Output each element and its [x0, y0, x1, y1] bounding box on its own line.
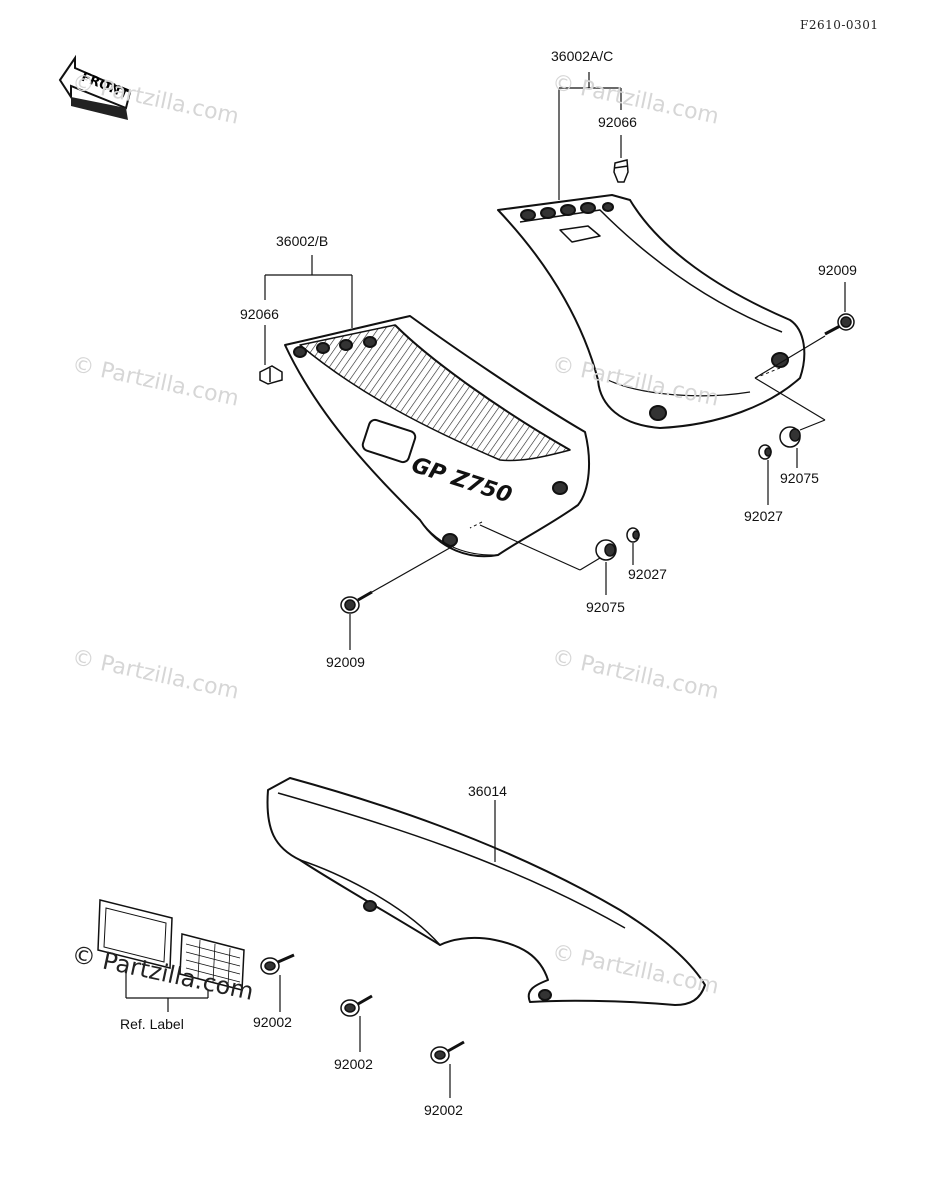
part-label-bolt-b: 92002 [334, 1056, 373, 1072]
ref-label-plates [97, 899, 245, 991]
collar-icon [758, 444, 772, 460]
damper-icon [779, 426, 801, 448]
ref-label-text: Ref. Label [120, 1016, 184, 1032]
bolt-icon [340, 590, 373, 614]
part-label-grommet-left: 92066 [240, 306, 279, 322]
grommet-icon [259, 365, 283, 385]
collar-icon [626, 527, 640, 543]
chain-cover [266, 777, 706, 1006]
part-label-bolt-right: 92009 [818, 262, 857, 278]
bolt-icon [430, 1040, 465, 1064]
part-label-bolt-left: 92009 [326, 654, 365, 670]
part-label-chain-cover: 36014 [468, 783, 507, 799]
leader-lines [125, 72, 846, 1098]
part-label-grommet-right: 92066 [598, 114, 637, 130]
grommet-icon [613, 159, 629, 183]
part-label-bolt-c: 92002 [424, 1102, 463, 1118]
part-label-cover-left: 36002/B [276, 233, 329, 249]
right-side-cover [497, 194, 806, 429]
left-side-cover [284, 315, 590, 558]
part-label-collar-right: 92027 [744, 508, 783, 524]
dashed-guides [469, 367, 781, 529]
part-label-damper-right: 92075 [780, 470, 819, 486]
part-label-cover-right: 36002A/C [551, 48, 614, 64]
part-label-collar-left: 92027 [628, 566, 667, 582]
bolt-icon [260, 953, 295, 975]
part-label-bolt-a: 92002 [253, 1014, 292, 1030]
bolt-icon [824, 313, 855, 336]
damper-icon [595, 539, 617, 561]
diagram-code: F2610-0301 [800, 18, 879, 32]
part-label-damper-left: 92075 [586, 599, 625, 615]
bolt-icon [340, 994, 373, 1017]
